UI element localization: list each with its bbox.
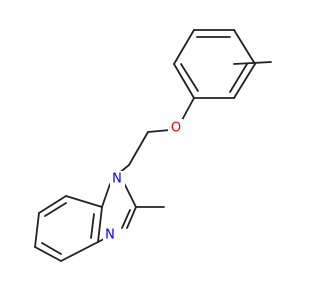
bond: [180, 63, 199, 92]
bond: [60, 241, 99, 262]
bond: [233, 61, 272, 65]
bond-layer: [34, 29, 272, 262]
n1-atom-label: N: [112, 172, 122, 187]
bond: [181, 97, 195, 121]
bond: [65, 195, 103, 208]
oxygen-label-background: [168, 119, 183, 136]
bond: [173, 29, 195, 65]
bond: [34, 246, 62, 262]
molecule-drawing: O N N: [34, 29, 272, 262]
bond: [97, 206, 103, 243]
bond: [173, 63, 195, 99]
bond: [233, 29, 256, 65]
n1-label-background: [110, 171, 125, 188]
bond: [126, 206, 137, 229]
bond: [229, 63, 248, 93]
bond: [38, 195, 67, 214]
bond: [90, 213, 95, 239]
bond: [101, 183, 111, 208]
bond: [34, 212, 40, 248]
bond: [41, 242, 62, 255]
oxygen-atom-label: O: [171, 121, 181, 136]
structure-canvas: O N N: [34, 29, 272, 262]
bond: [121, 209, 131, 229]
bond: [128, 131, 149, 166]
bond: [44, 202, 67, 217]
n3-label-background: [103, 227, 118, 244]
bond: [147, 129, 171, 133]
atom-label-layer: O N N: [103, 119, 183, 244]
bond: [123, 182, 137, 208]
bond: [233, 63, 256, 99]
n3-atom-label: N: [105, 228, 115, 243]
